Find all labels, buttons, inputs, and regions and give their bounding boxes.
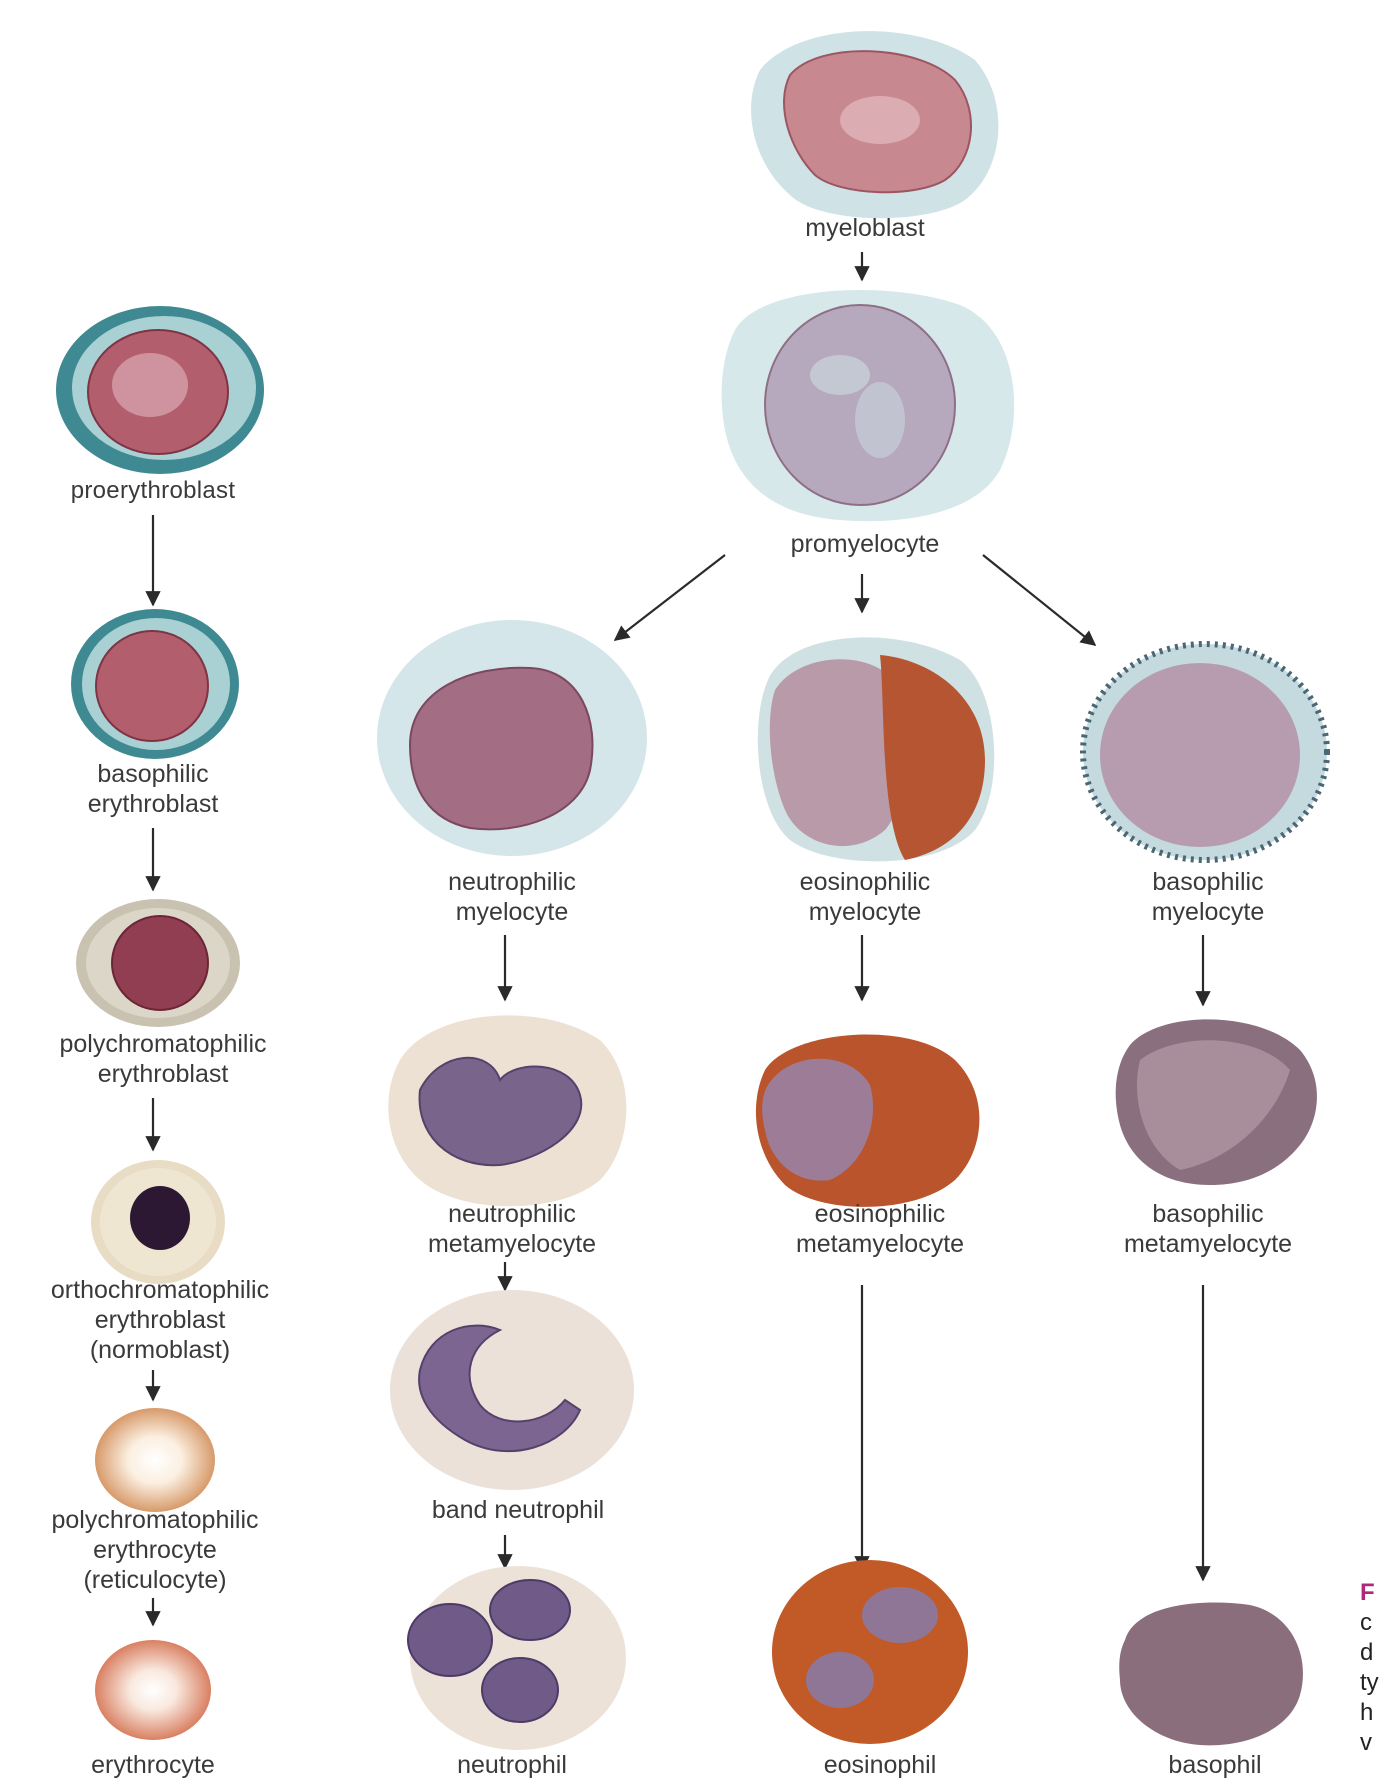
eosinophil-cell (772, 1560, 968, 1744)
label-proerythroblast: proerythroblast (71, 477, 236, 504)
figure-caption-fragment: F c d ty h v (1360, 1578, 1380, 1758)
caption-letter: d (1360, 1638, 1380, 1668)
basophilic-erythroblast-cell (71, 609, 239, 759)
label-eosinophilic-myelocyte-1: eosinophilic (800, 868, 931, 896)
eosinophilic-myelocyte-cell (758, 637, 994, 861)
label-erythrocyte: erythrocyte (91, 1751, 215, 1779)
label-promyelocyte: promyelocyte (791, 530, 940, 558)
label-orthochromatophilic-erythroblast-3: (normoblast) (90, 1336, 230, 1364)
label-orthochromatophilic-erythroblast-1: orthochromatophilic (51, 1276, 269, 1304)
label-polychromatophilic-erythroblast-2: erythroblast (98, 1060, 229, 1088)
label-neutrophil: neutrophil (457, 1751, 567, 1779)
label-polychromatophilic-erythroblast-1: polychromatophilic (59, 1030, 266, 1058)
myeloblast-cell (751, 31, 998, 218)
neutrophil-cell (408, 1566, 626, 1750)
label-basophilic-metamyelocyte-1: basophilic (1152, 1200, 1263, 1228)
eosinophilic-metamyelocyte-cell (756, 1035, 979, 1207)
caption-letter: ty (1360, 1668, 1380, 1698)
label-basophilic-erythroblast-1: basophilic (97, 760, 208, 788)
erythrocyte-cell (95, 1640, 211, 1740)
label-eosinophilic-metamyelocyte-2: metamyelocyte (796, 1230, 964, 1258)
polychromatophilic-erythroblast-cell (76, 899, 240, 1027)
label-basophilic-myelocyte-2: myelocyte (1152, 898, 1265, 926)
caption-letter: h (1360, 1698, 1380, 1728)
label-polychromatophilic-erythrocyte-3: (reticulocyte) (83, 1566, 226, 1594)
label-eosinophilic-myelocyte-2: myelocyte (809, 898, 922, 926)
label-neutrophilic-metamyelocyte-1: neutrophilic (448, 1200, 576, 1228)
label-basophilic-erythroblast-2: erythroblast (88, 790, 219, 818)
label-polychromatophilic-erythrocyte-2: erythrocyte (93, 1536, 217, 1564)
label-basophilic-myelocyte-1: basophilic (1152, 868, 1263, 896)
proerythroblast-cell (56, 306, 264, 474)
polychromatophilic-erythrocyte-cell (95, 1408, 215, 1512)
neutrophilic-metamyelocyte-cell (388, 1015, 626, 1206)
label-neutrophilic-metamyelocyte-2: metamyelocyte (428, 1230, 596, 1258)
label-polychromatophilic-erythrocyte-1: polychromatophilic (51, 1506, 258, 1534)
orthochromatophilic-erythroblast-cell (91, 1160, 225, 1284)
label-myeloblast: myeloblast (805, 214, 925, 242)
neutrophilic-myelocyte-cell (377, 620, 647, 856)
arrow-promyelocyte-to-basophilic-myelocyte (983, 555, 1095, 645)
label-basophilic-metamyelocyte-2: metamyelocyte (1124, 1230, 1292, 1258)
label-eosinophil: eosinophil (824, 1751, 937, 1779)
promyelocyte-cell (722, 290, 1015, 521)
arrow-promyelocyte-to-neutrophilic-myelocyte (615, 555, 725, 640)
caption-letter: F (1360, 1578, 1380, 1608)
basophilic-myelocyte-cell (1083, 644, 1327, 860)
label-orthochromatophilic-erythroblast-2: erythroblast (95, 1306, 226, 1334)
caption-letter: v (1360, 1728, 1380, 1758)
label-basophil: basophil (1168, 1751, 1261, 1779)
label-neutrophilic-myelocyte-1: neutrophilic (448, 868, 576, 896)
basophilic-metamyelocyte-cell (1116, 1019, 1317, 1185)
band-neutrophil-cell (390, 1290, 634, 1490)
caption-letter: c (1360, 1608, 1380, 1638)
label-band-neutrophil: band neutrophil (432, 1496, 604, 1524)
label-neutrophilic-myelocyte-2: myelocyte (456, 898, 569, 926)
label-eosinophilic-metamyelocyte-1: eosinophilic (815, 1200, 946, 1228)
basophil-cell (1119, 1603, 1303, 1746)
